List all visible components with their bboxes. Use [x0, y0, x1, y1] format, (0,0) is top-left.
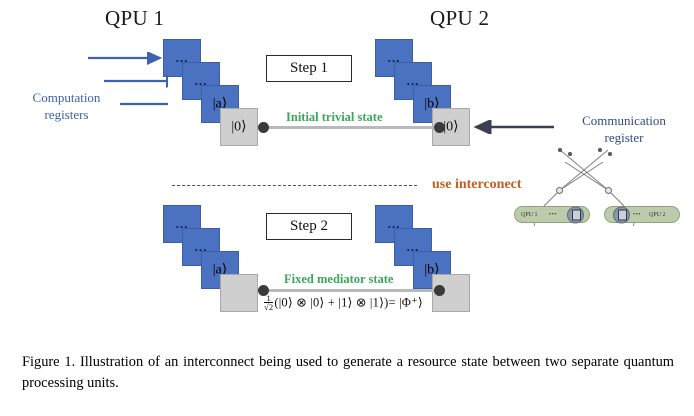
inset-optical-paths: [533, 149, 635, 227]
qpu2-title: QPU 2: [430, 6, 490, 30]
dashed-divider: [172, 185, 417, 186]
step1-link-line: [262, 126, 440, 129]
register-dots: ...: [194, 239, 208, 254]
computation-registers-line-1: Computation: [32, 90, 101, 105]
inset-qpu1-dots: •••: [549, 211, 558, 218]
bell-state-formula: 1 √2 (|0⟩ ⊗ |0⟩ + |1⟩ ⊗ |1⟩)= |Φ⁺⟩: [264, 292, 424, 313]
qpu1-communication-register: |0⟩: [220, 108, 258, 146]
inset-qpu2-node: ••• QPU 2: [604, 206, 680, 223]
computation-registers-arrows: [88, 52, 168, 106]
register-dots: ...: [194, 73, 208, 88]
register-label-ket-a: |a⟩: [212, 96, 228, 112]
inset-beamsplitter-left: [556, 187, 563, 194]
inset-qpu2-chip-icon: [613, 206, 630, 223]
step-1-box: Step 1: [266, 55, 352, 82]
inset-qpu1-label: QPU 1: [521, 211, 538, 218]
register-label-ket-b: |b⟩: [424, 96, 440, 112]
inset-qpu1-chip-icon: [567, 206, 584, 223]
register-label-ket-a: |a⟩: [212, 262, 228, 278]
communication-register-line-2: register: [604, 130, 644, 145]
computation-registers-line-2: registers: [44, 107, 89, 122]
inset-photon-tip-2: [568, 152, 572, 156]
communication-register-arrow: [473, 120, 554, 134]
figure-canvas: QPU 1 QPU 2 ... ... |a⟩ |0⟩ ... ... |b⟩ …: [14, 6, 694, 313]
inset-beamsplitter-right: [605, 187, 612, 194]
register-dots: ...: [175, 216, 189, 231]
inset-photon-tip-4: [608, 152, 612, 156]
register-dots: ...: [406, 73, 420, 88]
initial-trivial-state-label: Initial trivial state: [286, 110, 383, 124]
communication-register-line-1: Communication: [582, 113, 666, 128]
register-label-ket-b: |b⟩: [424, 262, 440, 278]
interconnect-inset: QPU 1 ••• ••• QPU 2: [508, 148, 694, 252]
formula-body: (|0⟩ ⊗ |0⟩ + |1⟩ ⊗ |1⟩)= |Φ⁺⟩: [274, 295, 424, 310]
step2-link-node-left: [258, 285, 269, 296]
qpu1-step2-communication-register: [220, 274, 258, 312]
inset-photon-tip-3: [598, 148, 602, 152]
inset-qpu2-label: QPU 2: [649, 211, 666, 218]
inset-qpu1-node: QPU 1 •••: [514, 206, 590, 223]
formula-coefficient: 1 √2: [264, 292, 274, 313]
inset-photon-tip-1: [558, 148, 562, 152]
register-dots: ...: [387, 216, 401, 231]
figure-caption: Figure 1. Illustration of an interconnec…: [22, 354, 674, 391]
communication-register-label: Communication register: [560, 112, 688, 146]
fixed-mediator-state-label: Fixed mediator state: [284, 272, 394, 286]
qpu1-title: QPU 1: [105, 6, 165, 30]
formula-coefficient-denominator: √2: [264, 302, 274, 313]
step1-link-node-left: [258, 122, 269, 133]
use-interconnect-label: use interconect: [432, 177, 522, 192]
register-dots: ...: [175, 50, 189, 65]
register-dots: ...: [406, 239, 420, 254]
formula-coefficient-numerator: 1: [266, 292, 271, 303]
register-label-ket-zero: |0⟩: [231, 119, 247, 135]
step2-link-line: [262, 289, 440, 292]
register-dots: ...: [387, 50, 401, 65]
step1-link-node-right: [434, 122, 445, 133]
register-label-ket-zero: |0⟩: [443, 119, 459, 135]
computation-registers-label: Computation registers: [14, 89, 119, 123]
step2-link-node-right: [434, 285, 445, 296]
step-2-box: Step 2: [266, 213, 352, 240]
inset-qpu2-dots: •••: [633, 211, 642, 218]
